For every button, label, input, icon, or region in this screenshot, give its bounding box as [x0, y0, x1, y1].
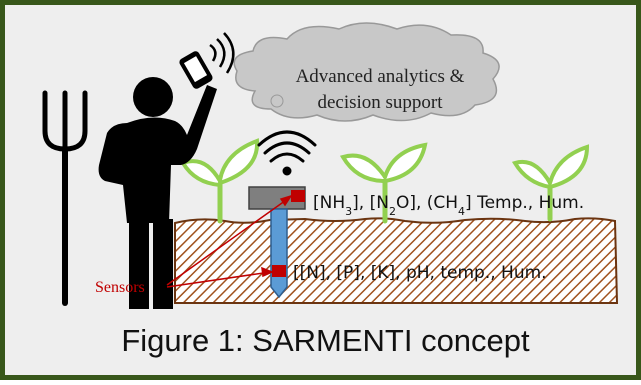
figure-caption: Figure 1: SARMENTI concept: [121, 323, 530, 358]
signal-waves-icon: [209, 32, 235, 74]
sensors-pointer-lines: [166, 194, 293, 288]
cloud-text-line1: Advanced analytics &: [296, 66, 465, 87]
cloud-text-line2: decision support: [317, 92, 443, 113]
plant-sprout-icon: [511, 144, 590, 222]
plant-sprout-icon: [339, 142, 428, 224]
cloud-bubble: [270, 94, 284, 108]
surface-sensor-label: [NH3], [N2O], (CH4] Temp., Hum.: [313, 193, 584, 218]
pitchfork-icon: [42, 90, 88, 306]
cloud-icon: [233, 22, 500, 122]
wifi-icon: [257, 130, 317, 176]
sensors-label: Sensors: [95, 279, 145, 296]
diagram-canvas: Advanced analytics & decision support: [42, 22, 619, 309]
soil-sensor-marker: [272, 265, 286, 277]
soil-sensor-label: [[N], [P], [K], pH, temp., Hum.: [293, 263, 547, 283]
farmer-silhouette: [98, 77, 217, 309]
smartphone-icon: [179, 51, 213, 89]
soil-area: [174, 217, 619, 304]
surface-sensor-marker: [291, 190, 305, 202]
